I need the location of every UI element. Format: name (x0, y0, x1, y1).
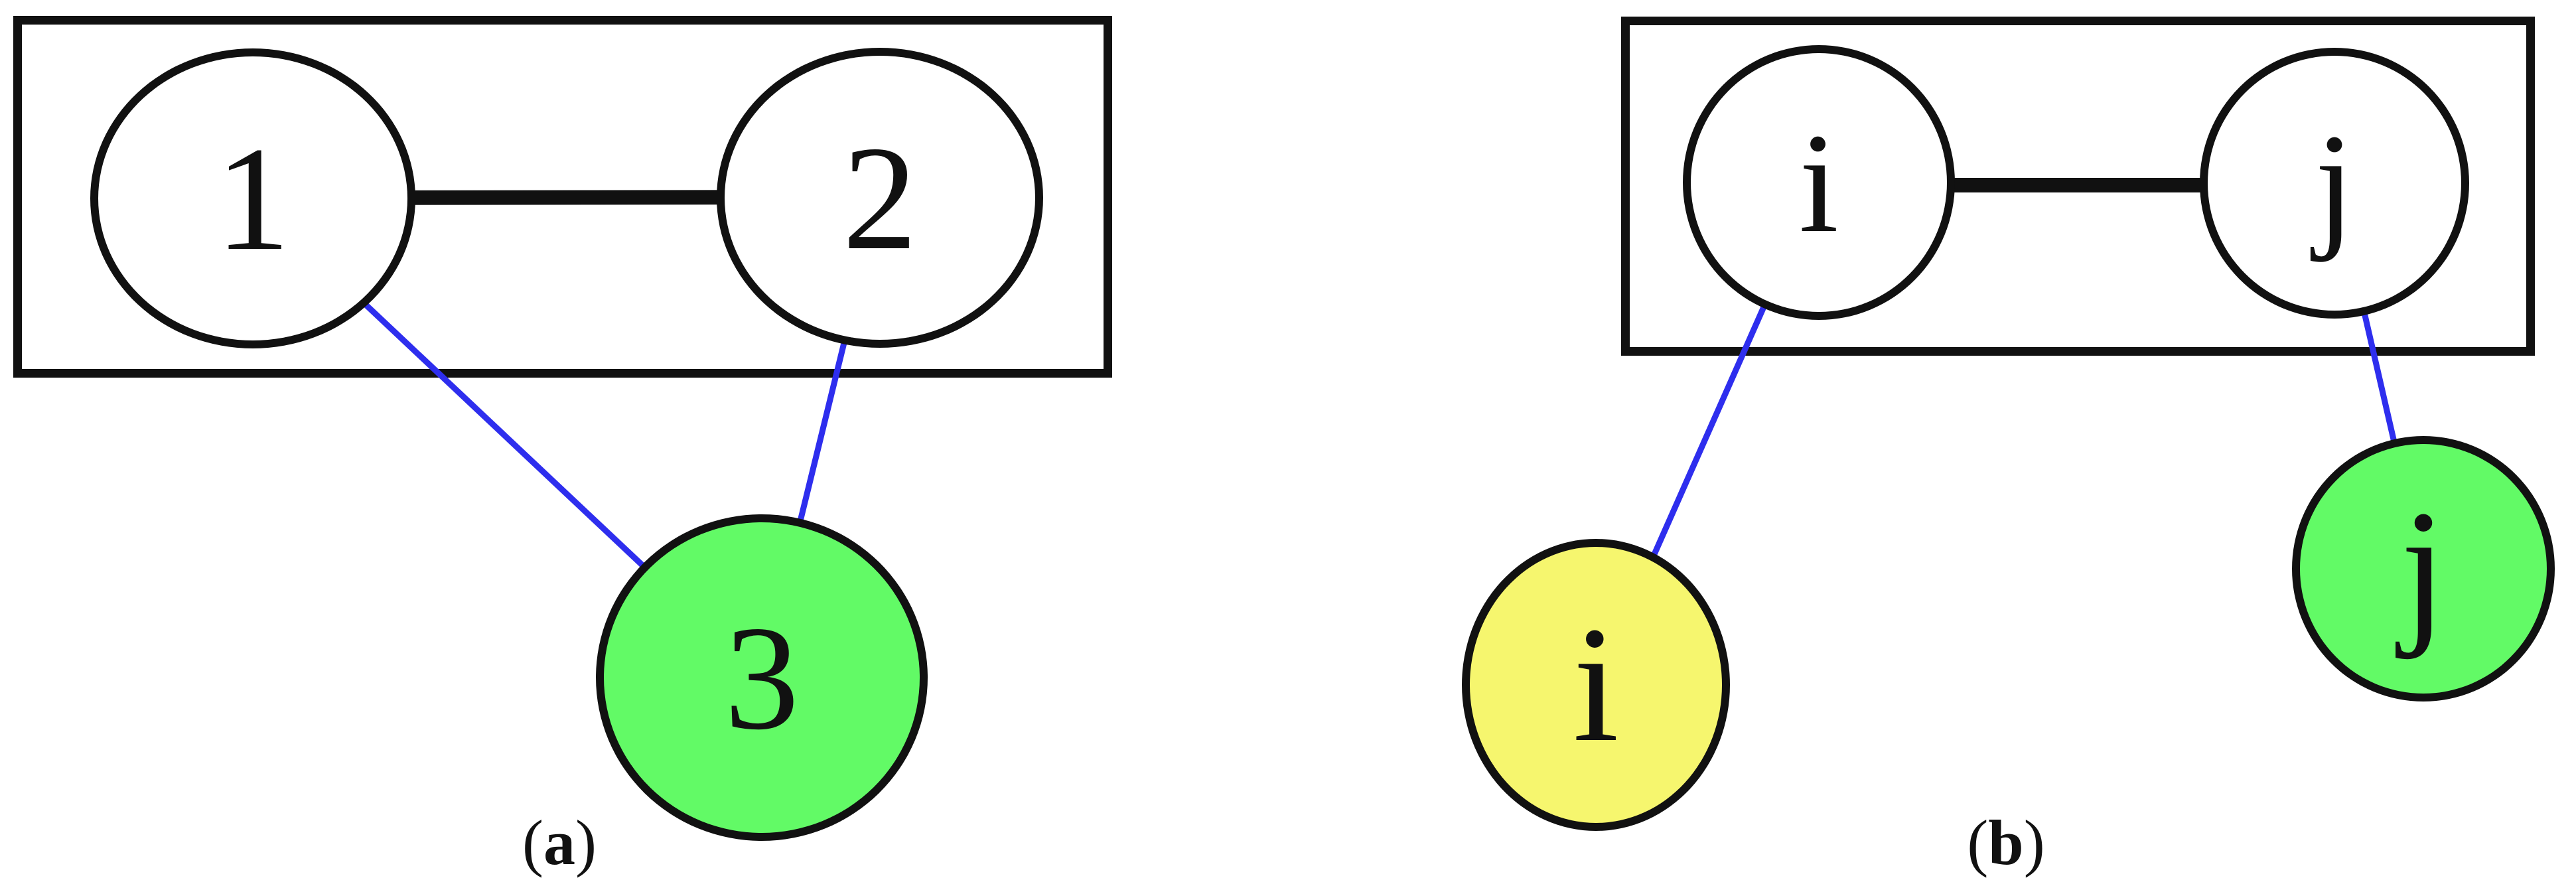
node-i-in-box: i (1683, 45, 1955, 320)
caption-b-open-paren: ( (1967, 807, 1989, 878)
caption-b: (b) (1967, 811, 2044, 875)
node-i-outside-label: i (1573, 593, 1619, 776)
node-2: 2 (717, 48, 1043, 348)
node-j-in-box: j (2200, 48, 2469, 319)
caption-a-close-paren: ) (575, 807, 597, 878)
node-j-in-box-label: j (2315, 104, 2354, 263)
node-3-label: 3 (724, 594, 800, 761)
node-1: 1 (90, 48, 415, 348)
caption-a-letter: a (543, 807, 575, 878)
caption-a: (a) (522, 811, 597, 875)
node-i-outside: i (1462, 539, 1730, 831)
node-3: 3 (596, 514, 928, 841)
caption-b-letter: b (1988, 807, 2024, 878)
node-j-outside: j (2292, 436, 2555, 701)
caption-a-open-paren: ( (522, 807, 543, 878)
caption-b-close-paren: ) (2023, 807, 2045, 878)
node-2-label: 2 (842, 114, 918, 281)
node-i-in-box-label: i (1799, 103, 1839, 262)
node-j-outside-label: j (2400, 477, 2447, 660)
node-1-label: 1 (215, 115, 291, 281)
